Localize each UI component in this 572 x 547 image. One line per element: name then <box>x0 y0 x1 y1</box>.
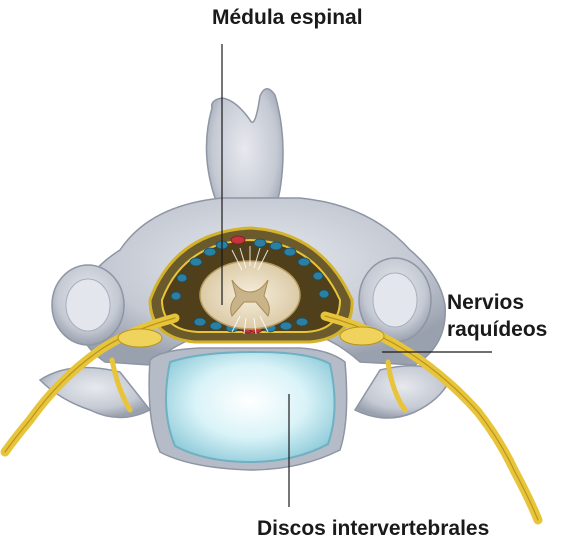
spinal-nerves-label-line2: raquídeos <box>447 316 547 343</box>
spinal-nerves-label-line1: Nervios <box>447 289 547 316</box>
intervertebral-disc <box>166 352 335 462</box>
spinal-cord-label: Médula espinal <box>212 4 363 31</box>
left-facet <box>52 265 124 345</box>
spinal-cord-label-text: Médula espinal <box>212 4 363 31</box>
discs-label: Discos intervertebrales <box>257 515 489 542</box>
discs-label-text: Discos intervertebrales <box>257 515 489 542</box>
spinal-nerves-label: Nervios raquídeos <box>447 289 547 343</box>
